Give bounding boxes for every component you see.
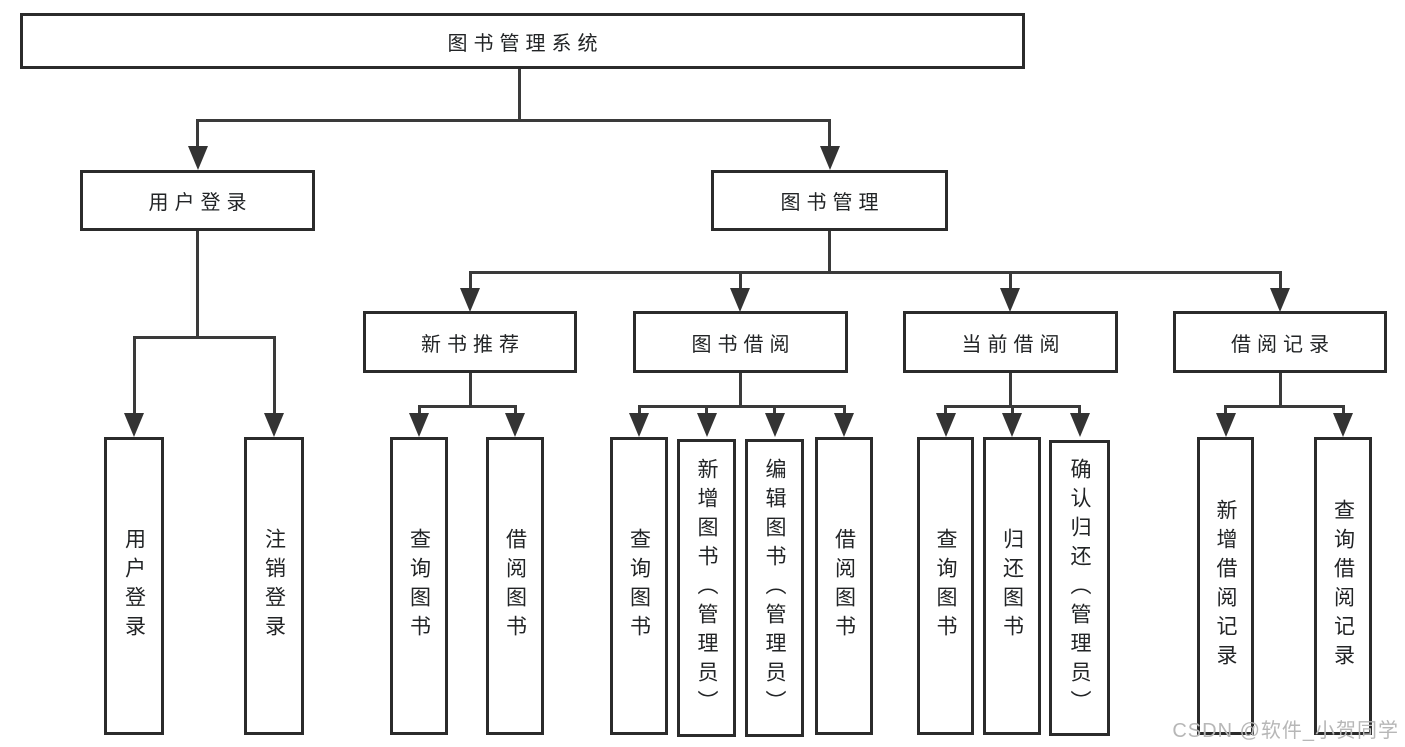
- leaf-currentborrow-confirm-return-admin: 确认归还（管理员）: [1049, 440, 1110, 736]
- connector-stem-br-add: [1224, 405, 1227, 417]
- arrowhead-cb-confirm: [1069, 413, 1090, 437]
- connector-newbooks-hline: [417, 405, 517, 408]
- leaf-logout: 注销登录: [244, 437, 304, 735]
- connector-stem-cb-confirm: [1078, 405, 1081, 417]
- leaf-bookborrow-edit-books-admin-label: 编辑图书（管理员）: [763, 457, 787, 719]
- node-borrow-records-label: 借阅记录: [1231, 333, 1335, 356]
- connector-borrowrecords-stem: [1278, 373, 1282, 408]
- leaf-newbooks-query-books-label: 查询图书: [407, 528, 431, 644]
- connector-stem-br-query: [1341, 405, 1345, 417]
- node-new-books-label: 新书推荐: [421, 333, 525, 356]
- node-book-mgmt: 图书管理: [711, 170, 948, 231]
- leaf-logout-label: 注销登录: [262, 528, 286, 644]
- leaf-newbooks-borrow-books-label: 借阅图书: [503, 528, 527, 644]
- connector-newbooks-stem: [468, 373, 472, 408]
- leaf-currentborrow-query-books-label: 查询图书: [934, 528, 958, 644]
- connector-stem-cb-return: [1010, 405, 1014, 417]
- arrowhead-bb-query: [629, 413, 649, 437]
- connector-stem-leaf-logout: [272, 336, 276, 416]
- leaf-bookborrow-query-books: 查询图书: [610, 437, 668, 735]
- leaf-bookborrow-edit-books-admin: 编辑图书（管理员）: [745, 439, 804, 737]
- arrowhead-bb-edit: [764, 413, 785, 437]
- connector-borrowrecords-hline: [1224, 405, 1343, 408]
- leaf-user-login: 用户登录: [104, 437, 164, 735]
- node-current-borrow: 当前借阅: [903, 311, 1118, 373]
- node-book-borrow: 图书借阅: [633, 311, 848, 373]
- connector-root-hline: [196, 119, 831, 122]
- csdn-watermark: CSDN @软件_小贺同学: [1172, 720, 1399, 742]
- connector-bookborrow-stem: [738, 373, 742, 408]
- node-new-books: 新书推荐: [363, 311, 577, 373]
- connector-stem-user-login: [196, 119, 199, 149]
- arrowhead-nb-borrow: [505, 413, 525, 437]
- arrowhead-current-borrow: [1000, 288, 1020, 312]
- arrowhead-new-books: [460, 288, 480, 312]
- connector-bookmgmt-stem: [828, 231, 831, 274]
- node-user-login-label: 用户登录: [148, 192, 253, 214]
- connector-stem-new-books: [468, 271, 472, 291]
- connector-stem-book-borrow: [738, 271, 742, 291]
- leaf-records-query-borrow-record: 查询借阅记录: [1314, 437, 1372, 735]
- arrowhead-bb-add: [696, 413, 717, 437]
- arrowhead-br-query: [1333, 413, 1353, 437]
- connector-stem-current-borrow: [1008, 271, 1012, 291]
- node-root-library-system: 图书管理系统: [20, 13, 1025, 69]
- leaf-newbooks-query-books: 查询图书: [390, 437, 448, 735]
- leaf-records-add-borrow-record: 新增借阅记录: [1197, 437, 1254, 735]
- arrowhead-borrow-records: [1270, 288, 1290, 312]
- connector-stem-cb-query: [944, 405, 947, 417]
- node-user-login: 用户登录: [80, 170, 315, 231]
- leaf-records-add-borrow-record-label: 新增借阅记录: [1214, 499, 1238, 673]
- leaf-bookborrow-add-books-admin: 新增图书（管理员）: [677, 439, 736, 737]
- arrowhead-book-borrow: [730, 288, 750, 312]
- node-root-label: 图书管理系统: [447, 32, 604, 55]
- connector-bookborrow-hline: [637, 405, 843, 408]
- arrowhead-br-add: [1215, 413, 1236, 437]
- leaf-user-login-label: 用户登录: [122, 528, 146, 644]
- arrowhead-bb-borrow: [834, 413, 854, 437]
- connector-userlogin-stem: [196, 231, 199, 338]
- arrowhead-nb-query: [409, 413, 429, 437]
- connector-stem-nb-borrow: [513, 405, 517, 417]
- leaf-records-query-borrow-record-label: 查询借阅记录: [1331, 499, 1355, 673]
- leaf-currentborrow-confirm-return-admin-label: 确认归还（管理员）: [1068, 457, 1092, 719]
- leaf-bookborrow-borrow-books: 借阅图书: [815, 437, 873, 735]
- leaf-bookborrow-add-books-admin-label: 新增图书（管理员）: [695, 457, 719, 719]
- connector-stem-borrow-records: [1278, 271, 1282, 291]
- connector-root-stem: [517, 69, 521, 121]
- connector-bookmgmt-hline: [468, 271, 1282, 274]
- connector-stem-book-mgmt: [828, 119, 831, 149]
- leaf-currentborrow-return-books: 归还图书: [983, 437, 1041, 735]
- connector-stem-nb-query: [417, 405, 421, 417]
- leaf-currentborrow-return-books-label: 归还图书: [1000, 528, 1024, 644]
- arrowhead-cb-query: [935, 413, 956, 437]
- leaf-bookborrow-borrow-books-label: 借阅图书: [832, 528, 856, 644]
- arrowhead-user-login: [187, 146, 208, 170]
- connector-stem-bb-query: [637, 405, 641, 417]
- leaf-bookborrow-query-books-label: 查询图书: [627, 528, 651, 644]
- leaf-currentborrow-query-books: 查询图书: [917, 437, 974, 735]
- arrowhead-leaf-logout: [264, 413, 284, 437]
- node-current-borrow-label: 当前借阅: [961, 333, 1066, 356]
- arrowhead-book-mgmt: [819, 146, 840, 170]
- connector-userlogin-hline: [132, 336, 276, 339]
- connector-stem-bb-edit: [773, 405, 776, 417]
- connector-stem-bb-add: [705, 405, 708, 417]
- arrowhead-cb-return: [1002, 413, 1022, 437]
- leaf-newbooks-borrow-books: 借阅图书: [486, 437, 544, 735]
- connector-currentborrow-stem: [1008, 373, 1012, 408]
- arrowhead-leaf-userlogin: [124, 413, 144, 437]
- connector-stem-bb-borrow: [842, 405, 846, 417]
- node-borrow-records: 借阅记录: [1173, 311, 1387, 373]
- node-book-borrow-label: 图书借阅: [691, 333, 796, 356]
- connector-stem-leaf-userlogin: [132, 336, 136, 416]
- node-book-mgmt-label: 图书管理: [780, 192, 885, 214]
